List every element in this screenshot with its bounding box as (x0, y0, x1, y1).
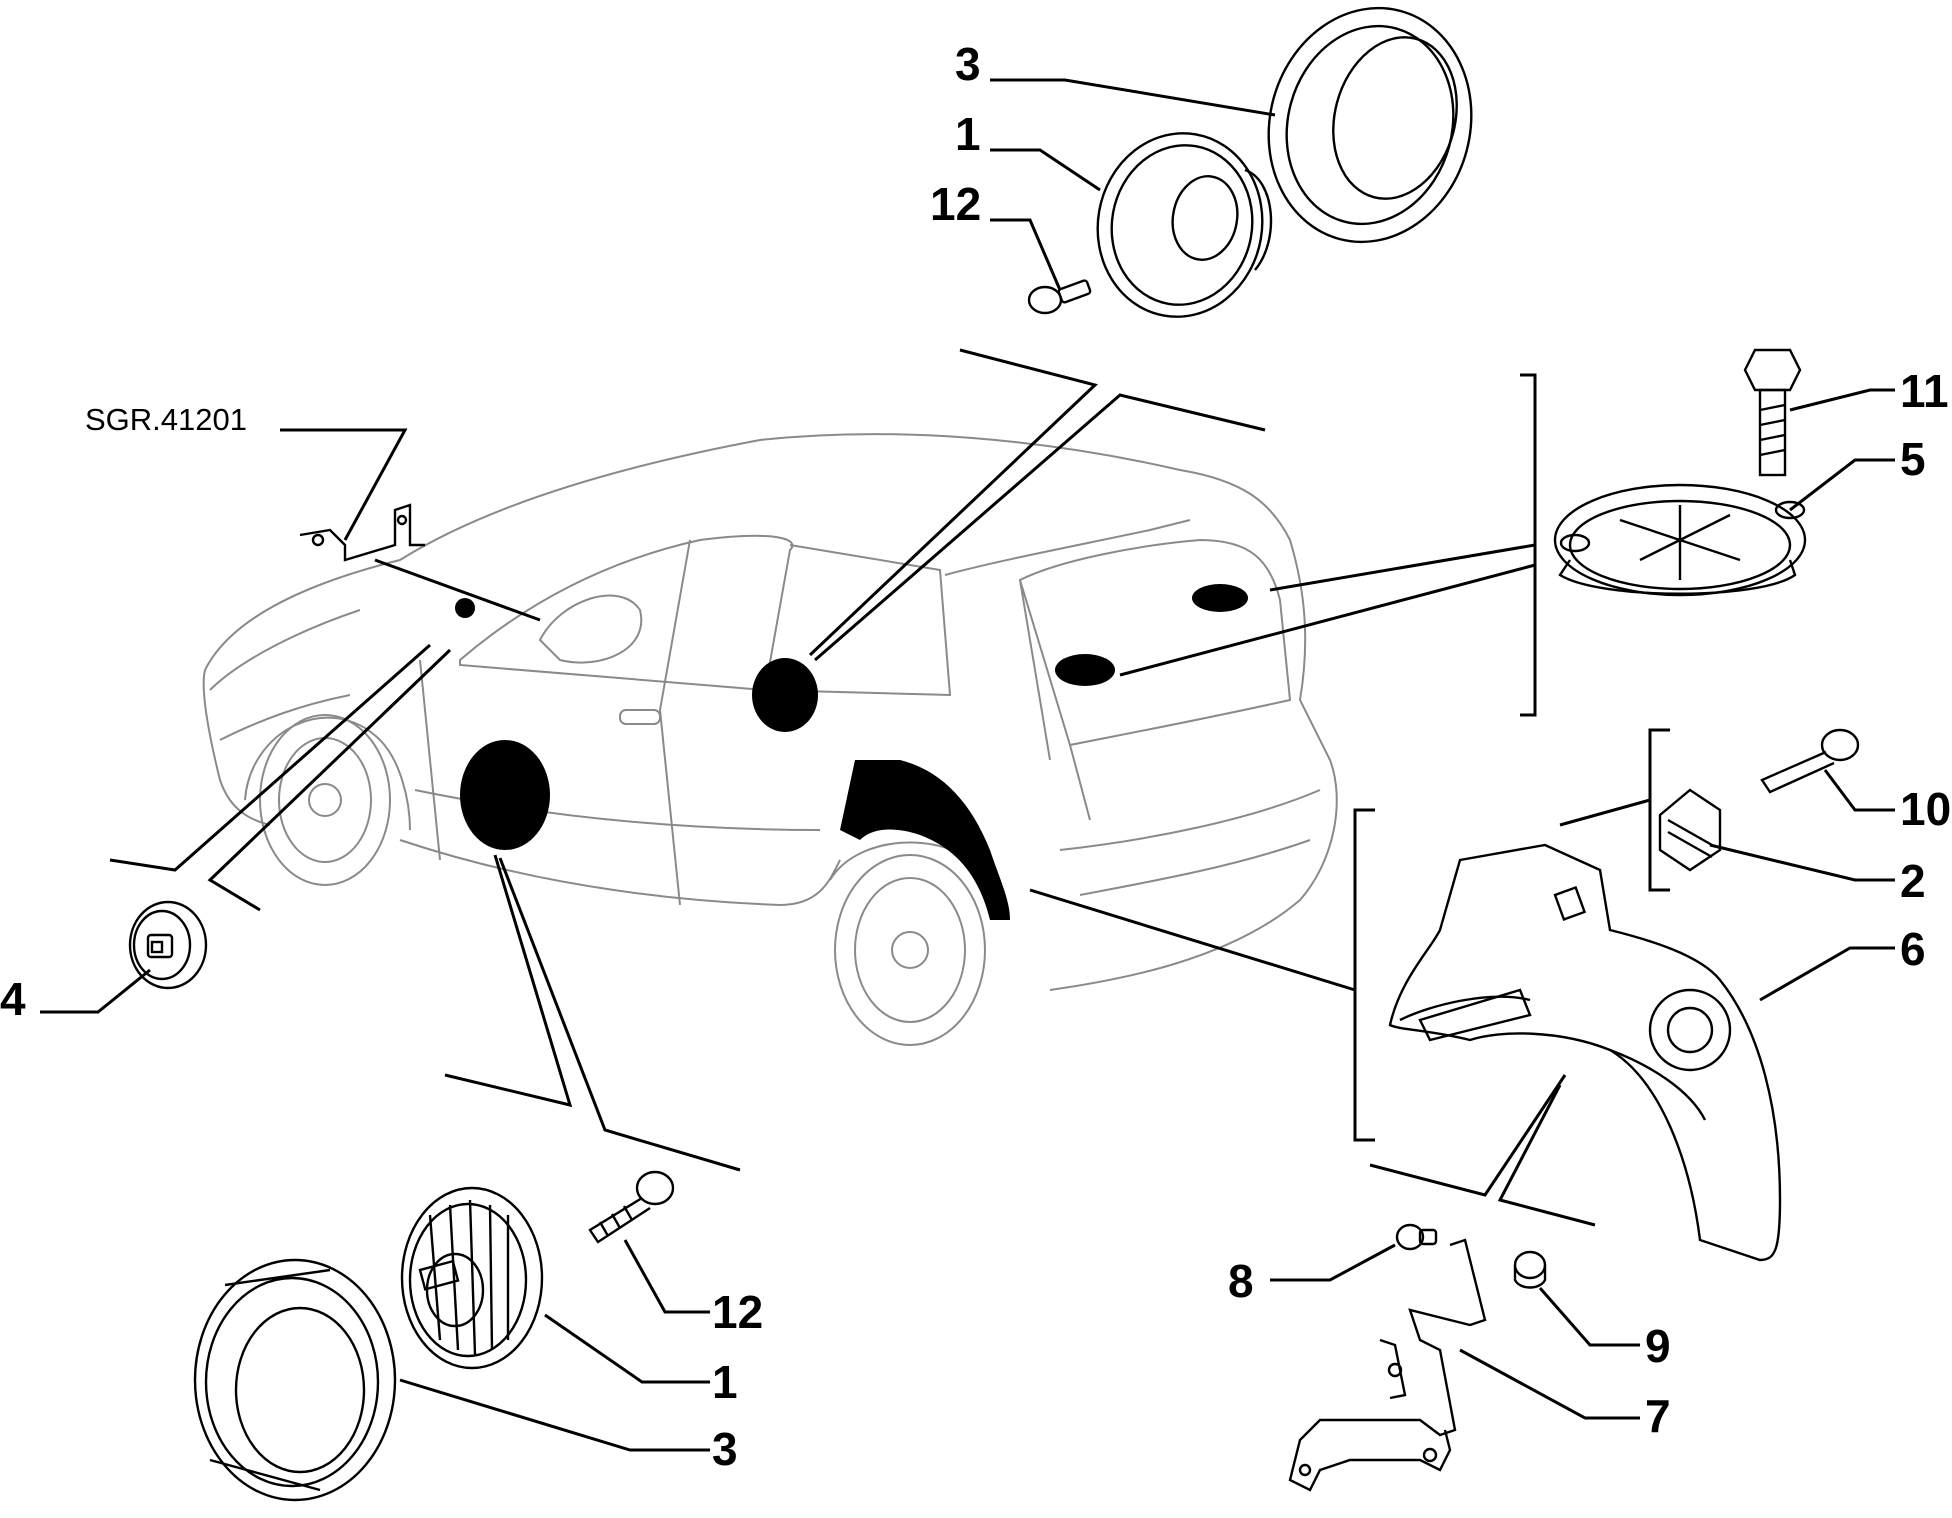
screw-10 (1760, 728, 1860, 794)
callout-bottom-screw: 12 (712, 1286, 763, 1338)
callout-connector-4: 4 (0, 973, 26, 1025)
rear-shelf-speaker-marker-a (1192, 584, 1248, 612)
bracket-7 (1288, 1238, 1487, 1492)
callout-bottom-speaker: 1 (712, 1356, 738, 1408)
top-speaker-cover (1267, 6, 1473, 244)
callout-top-screw: 12 (930, 178, 981, 230)
wheel-liner (1388, 843, 1782, 1262)
bottom-speaker-screw (588, 1170, 675, 1244)
rear-shelf-speaker-marker-b (1055, 654, 1115, 686)
bottom-speaker-cover (193, 1258, 397, 1502)
wheel-liner-marker (840, 760, 1010, 920)
spacer-9 (1513, 1250, 1547, 1289)
callout-spacer-9: 9 (1645, 1320, 1671, 1372)
bolt (1743, 348, 1802, 477)
front-door-speaker-marker (460, 740, 550, 850)
nut-8 (1395, 1223, 1438, 1251)
callout-bolt: 11 (1900, 365, 1949, 417)
car-components (455, 584, 1248, 920)
callout-bracket-7: 7 (1645, 1390, 1671, 1442)
callout-bottom-cover: 3 (712, 1423, 738, 1475)
dashboard-bracket (299, 503, 425, 562)
group-brackets (109, 348, 1670, 1227)
callout-connector-2: 2 (1900, 855, 1926, 907)
connector-2 (1658, 788, 1722, 872)
car-outline (202, 433, 1338, 1046)
connector-4 (128, 900, 208, 990)
callout-nut-8: 8 (1228, 1255, 1254, 1307)
rear-speaker (1553, 483, 1807, 597)
dash-connector-marker (455, 598, 475, 618)
callout-screw-10: 10 (1900, 783, 1951, 835)
reference-code: SGR.41201 (85, 402, 247, 437)
bottom-speaker (400, 1186, 544, 1370)
leader-lines (40, 78, 1895, 1452)
callout-top-speaker: 1 (955, 108, 981, 160)
top-speaker (1096, 132, 1273, 318)
callout-top-cover: 3 (955, 38, 981, 90)
callout-rear-speaker: 5 (1900, 433, 1926, 485)
rear-side-speaker-marker (752, 658, 818, 732)
labels: SGR.41201 3 1 12 11 5 10 2 6 4 8 9 7 12 … (0, 38, 1951, 1475)
top-speaker-screw (1027, 279, 1092, 315)
callout-wheel-liner: 6 (1900, 923, 1926, 975)
